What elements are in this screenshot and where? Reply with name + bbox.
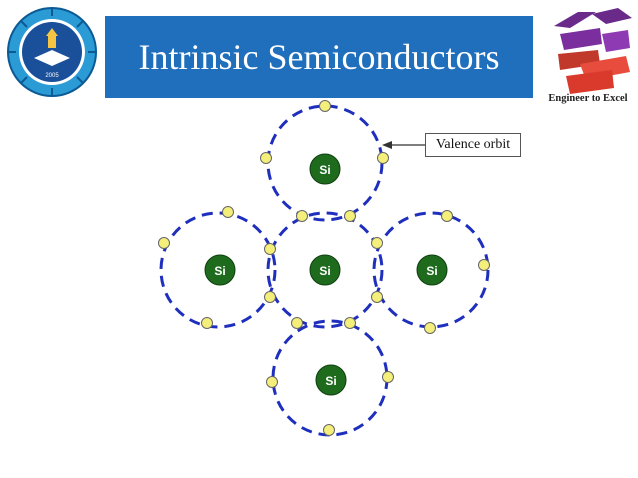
slide-title: Intrinsic Semiconductors xyxy=(138,37,500,77)
atom-label-right: Si xyxy=(426,264,437,278)
electron xyxy=(264,291,276,303)
title-bar: Intrinsic Semiconductors xyxy=(105,16,533,98)
electron xyxy=(344,317,356,329)
nucleus-center xyxy=(309,254,341,286)
electron xyxy=(441,210,453,222)
nucleus-top xyxy=(309,153,341,185)
electron xyxy=(344,210,356,222)
atom-label-bottom: Si xyxy=(325,374,336,388)
valence-orbit-callout: Valence orbit xyxy=(425,133,521,157)
electron xyxy=(371,237,383,249)
electron xyxy=(424,322,436,334)
university-seal-icon: 2005 xyxy=(7,7,97,97)
nucleus-left xyxy=(204,254,236,286)
svg-text:2005: 2005 xyxy=(45,73,59,79)
electron xyxy=(291,317,303,329)
orbit-left xyxy=(159,211,277,329)
electron xyxy=(323,424,335,436)
orbit-right xyxy=(372,211,490,329)
electron xyxy=(222,206,234,218)
electron xyxy=(266,376,278,388)
nucleus-bottom xyxy=(315,364,347,396)
tagline: Engineer to Excel xyxy=(548,93,628,104)
electron xyxy=(158,237,170,249)
electron xyxy=(260,152,272,164)
sss-logo-icon xyxy=(554,8,632,94)
electron xyxy=(319,100,331,112)
nucleus-right xyxy=(416,254,448,286)
electron xyxy=(478,259,490,271)
electron xyxy=(296,210,308,222)
orbit-center xyxy=(266,211,384,329)
electron xyxy=(382,371,394,383)
electron xyxy=(201,317,213,329)
atom-label-top: Si xyxy=(319,163,330,177)
callout-arrowhead xyxy=(382,141,392,149)
electron xyxy=(264,243,276,255)
electron xyxy=(371,291,383,303)
atom-label-left: Si xyxy=(214,264,225,278)
electron xyxy=(377,152,389,164)
atom-label-center: Si xyxy=(319,264,330,278)
